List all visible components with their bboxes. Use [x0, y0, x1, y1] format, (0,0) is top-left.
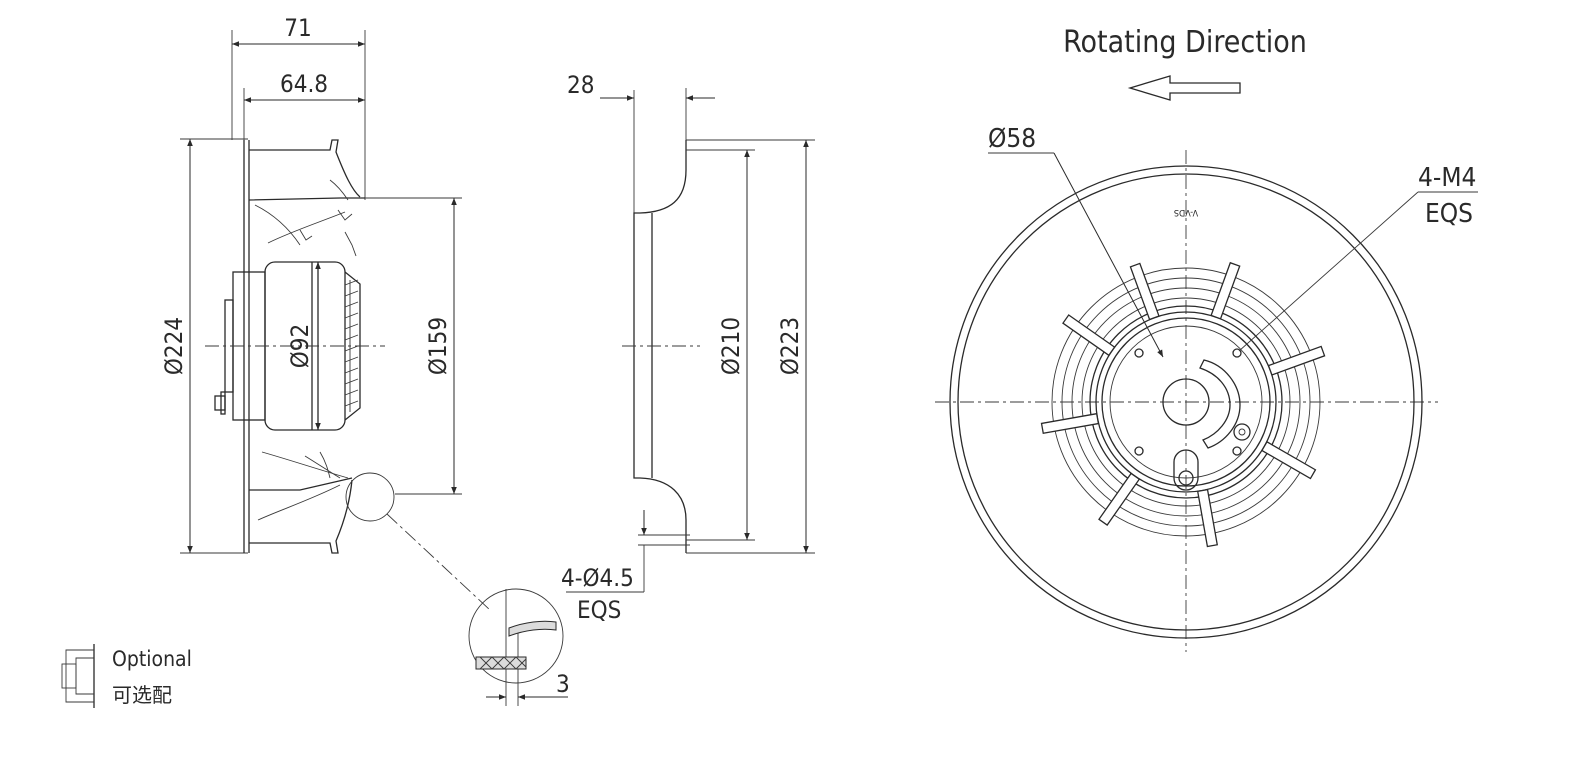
- optional-label-cn: 可选配: [112, 683, 172, 707]
- inlet-ring-view: 28 Ø210 Ø223 4-Ø4.5 EQS: [561, 71, 815, 624]
- screw-hole-4: [1232, 446, 1242, 456]
- holes-eqs: EQS: [577, 596, 621, 624]
- optional-legend: Optional 可选配: [61, 644, 192, 708]
- rotation-arrow: [1127, 75, 1241, 101]
- dim-hub-diameter: Ø58: [988, 124, 1036, 154]
- dim-flange-diameter: Ø223: [776, 317, 804, 375]
- dim-impeller-depth: 64.8: [280, 70, 328, 98]
- optional-label-en: Optional: [112, 647, 192, 671]
- dim-ring-depth: 28: [567, 71, 594, 99]
- detail-hatch-band: [475, 656, 527, 670]
- fan-front-view: Rotating Direction: [935, 25, 1478, 652]
- dim-inlet-diameter: Ø159: [424, 317, 452, 375]
- hub-marking: V-VDS: [1174, 207, 1198, 217]
- fan-side-view: 71 64.8 Ø224: [160, 14, 491, 611]
- spokes: [1040, 261, 1326, 548]
- thread-eqs: EQS: [1425, 199, 1473, 229]
- outer-ring: [949, 165, 1423, 639]
- hub-bore: [1162, 378, 1210, 426]
- ring-profile: [633, 140, 687, 553]
- detail-view: 3: [468, 588, 570, 706]
- dim-motor-diameter: Ø92: [286, 324, 314, 368]
- screw-hole-3: [1134, 446, 1144, 456]
- dim-thickness: 3: [556, 670, 570, 698]
- dim-outer-diameter: Ø224: [160, 317, 188, 375]
- holes-label: 4-Ø4.5: [561, 564, 634, 592]
- detail-marker-circle: [345, 472, 395, 522]
- screw-hole-1: [1134, 348, 1144, 358]
- cable-gland: [1173, 449, 1199, 491]
- thread-label: 4-M4: [1418, 163, 1476, 193]
- rotating-direction-label: Rotating Direction: [1063, 25, 1307, 60]
- dim-bolt-circle: Ø210: [717, 317, 745, 375]
- screw-hole-2: [1232, 348, 1242, 358]
- detail-circle: [468, 588, 564, 684]
- dim-overall-depth: 71: [284, 14, 311, 42]
